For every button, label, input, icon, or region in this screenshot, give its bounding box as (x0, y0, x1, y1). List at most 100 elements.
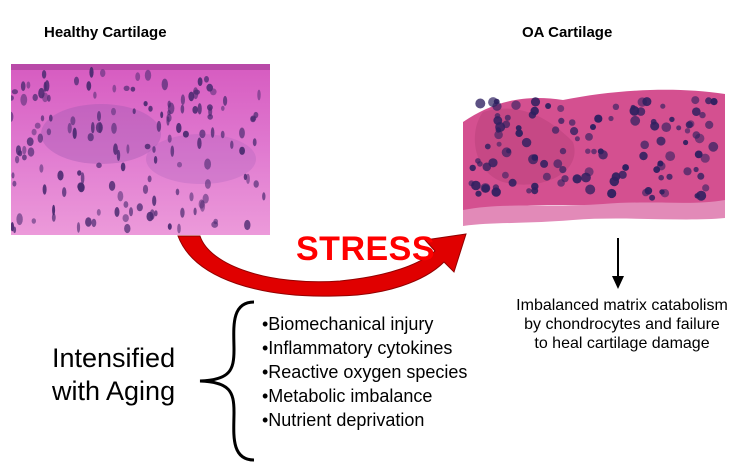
nucleus (199, 129, 206, 139)
nucleus (252, 138, 257, 147)
nucleus (650, 118, 657, 125)
nucleus (684, 128, 691, 134)
nucleus (661, 122, 672, 132)
nucleus (149, 209, 155, 220)
nucleus (683, 167, 692, 176)
nucleus (694, 150, 703, 159)
nucleus (591, 148, 597, 155)
nucleus (111, 107, 116, 116)
nucleus (108, 180, 116, 191)
nucleus (608, 115, 614, 122)
nucleus (11, 111, 14, 122)
nucleus (42, 92, 49, 103)
nucleus (468, 180, 475, 187)
nucleus (702, 184, 710, 192)
nucleus (15, 155, 20, 164)
nucleus (67, 122, 72, 134)
nucleus (40, 115, 45, 122)
nucleus (123, 85, 130, 91)
nucleus (658, 174, 664, 181)
nucleus (136, 203, 143, 212)
nucleus (699, 111, 706, 119)
nucleus (477, 161, 483, 167)
nucleus (87, 133, 94, 142)
nucleus (85, 217, 92, 227)
nucleus (144, 143, 151, 150)
nucleus (568, 119, 576, 126)
nucleus (77, 170, 82, 176)
nucleus (112, 84, 117, 93)
nucleus (262, 192, 266, 201)
nucleus (198, 199, 205, 209)
nucleus (147, 175, 152, 183)
nucleus (705, 97, 713, 105)
nucleus (475, 190, 482, 197)
nucleus (152, 146, 156, 153)
nucleus (640, 140, 649, 150)
nucleus (496, 141, 502, 147)
nucleus (135, 72, 141, 81)
nucleus (76, 222, 81, 233)
nucleus (22, 154, 27, 161)
nucleus (618, 170, 627, 179)
nucleus (597, 148, 604, 155)
nucleus (57, 170, 64, 181)
nucleus (96, 162, 102, 169)
nucleus (526, 188, 532, 194)
nucleus (649, 194, 656, 201)
nucleus (710, 98, 718, 106)
nucleus (37, 133, 43, 143)
nucleus (95, 122, 103, 133)
nucleus (152, 195, 157, 207)
factor-item: •Inflammatory cytokines (262, 338, 453, 358)
nucleus (572, 174, 582, 184)
nucleus (676, 125, 682, 131)
nucleus (656, 136, 666, 146)
nucleus (16, 213, 23, 226)
nucleus (188, 91, 195, 102)
nucleus (74, 76, 79, 86)
stress-factor-list: •Biomechanical injury •Inflammatory cyto… (262, 312, 467, 432)
nucleus (144, 69, 152, 81)
stress-arrow (177, 233, 467, 297)
nucleus (639, 151, 648, 161)
nucleus (494, 130, 503, 140)
nucleus (170, 145, 175, 157)
factor-item: •Nutrient deprivation (262, 410, 425, 430)
nucleus (97, 111, 101, 122)
nucleus (206, 83, 213, 92)
oa-cartilage-image (463, 82, 725, 232)
nucleus (11, 172, 15, 179)
nucleus (574, 136, 580, 142)
nucleus (585, 148, 591, 154)
nucleus (708, 141, 719, 152)
nucleus (585, 184, 596, 195)
nucleus (531, 154, 539, 161)
nucleus (180, 94, 185, 105)
nucleus (666, 173, 673, 180)
aging-label: Intensified with Aging (52, 343, 176, 406)
nucleus (607, 188, 617, 199)
nucleus (167, 110, 171, 116)
nucleus (211, 221, 219, 228)
nucleus (49, 114, 53, 122)
outcome-text: Imbalanced matrix catabolism by chondroc… (516, 297, 728, 352)
nucleus (239, 127, 245, 139)
nucleus (530, 106, 539, 116)
nucleus (52, 204, 56, 216)
nucleus (26, 137, 34, 146)
nucleus (100, 69, 106, 78)
nucleus (244, 219, 251, 231)
nucleus (70, 116, 76, 126)
nucleus (491, 187, 501, 197)
nucleus (570, 127, 579, 136)
nucleus (113, 143, 118, 155)
nucleus (31, 218, 36, 224)
nucleus (167, 134, 172, 143)
nucleus (501, 147, 512, 158)
nucleus (557, 179, 565, 187)
nucleus (530, 97, 541, 107)
nucleus (166, 113, 172, 122)
nucleus (114, 207, 120, 217)
nucleus (11, 95, 14, 101)
